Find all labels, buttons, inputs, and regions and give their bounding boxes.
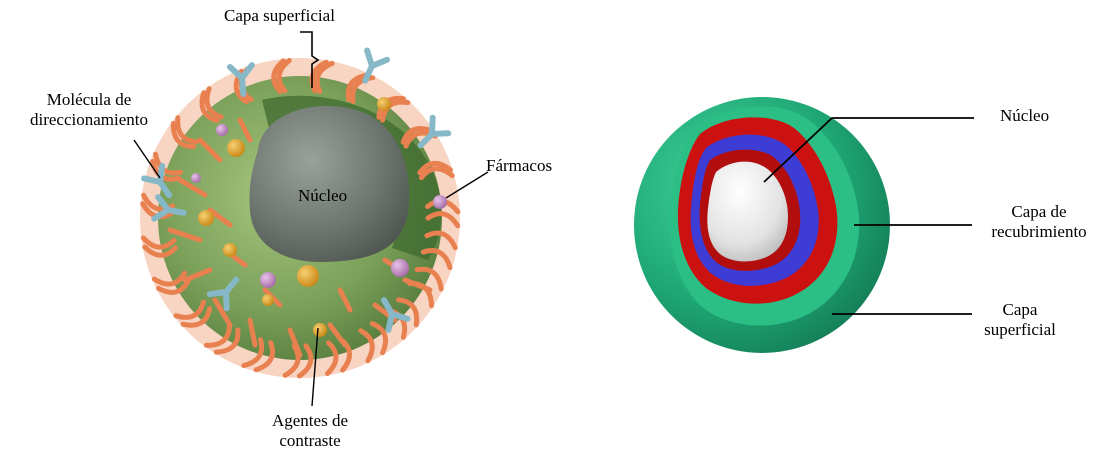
contrast-agent-sphere [297,265,319,287]
contrast-agent-sphere [223,243,237,257]
label-surface-layer: Capa superficial [224,6,335,26]
label-contrast-agents: Agentes de contraste [240,411,380,451]
label-right-core: Núcleo [1000,106,1049,126]
label-drugs: Fármacos [486,156,552,176]
drug-sphere [216,124,228,136]
core-sphere [249,106,409,262]
label-coating-layer: Capa de recubrimiento [978,202,1100,242]
label-left-core: Núcleo [298,186,347,206]
contrast-agent-sphere [198,210,214,226]
contrast-agent-sphere [262,294,274,306]
antibody-arm [372,55,387,71]
drug-sphere [391,259,409,277]
drug-sphere [191,173,201,183]
drug-sphere [260,272,276,288]
contrast-agent-sphere [313,323,327,337]
label-targeting-molecule: Molécula de direccionamiento [4,90,174,130]
contrast-agent-sphere [377,97,391,111]
drug-sphere [433,195,447,209]
contrast-agent-sphere [227,139,245,157]
label-right-surface-layer: Capa superficial [960,300,1080,340]
lipid-nanoparticle-illustration [140,50,460,378]
